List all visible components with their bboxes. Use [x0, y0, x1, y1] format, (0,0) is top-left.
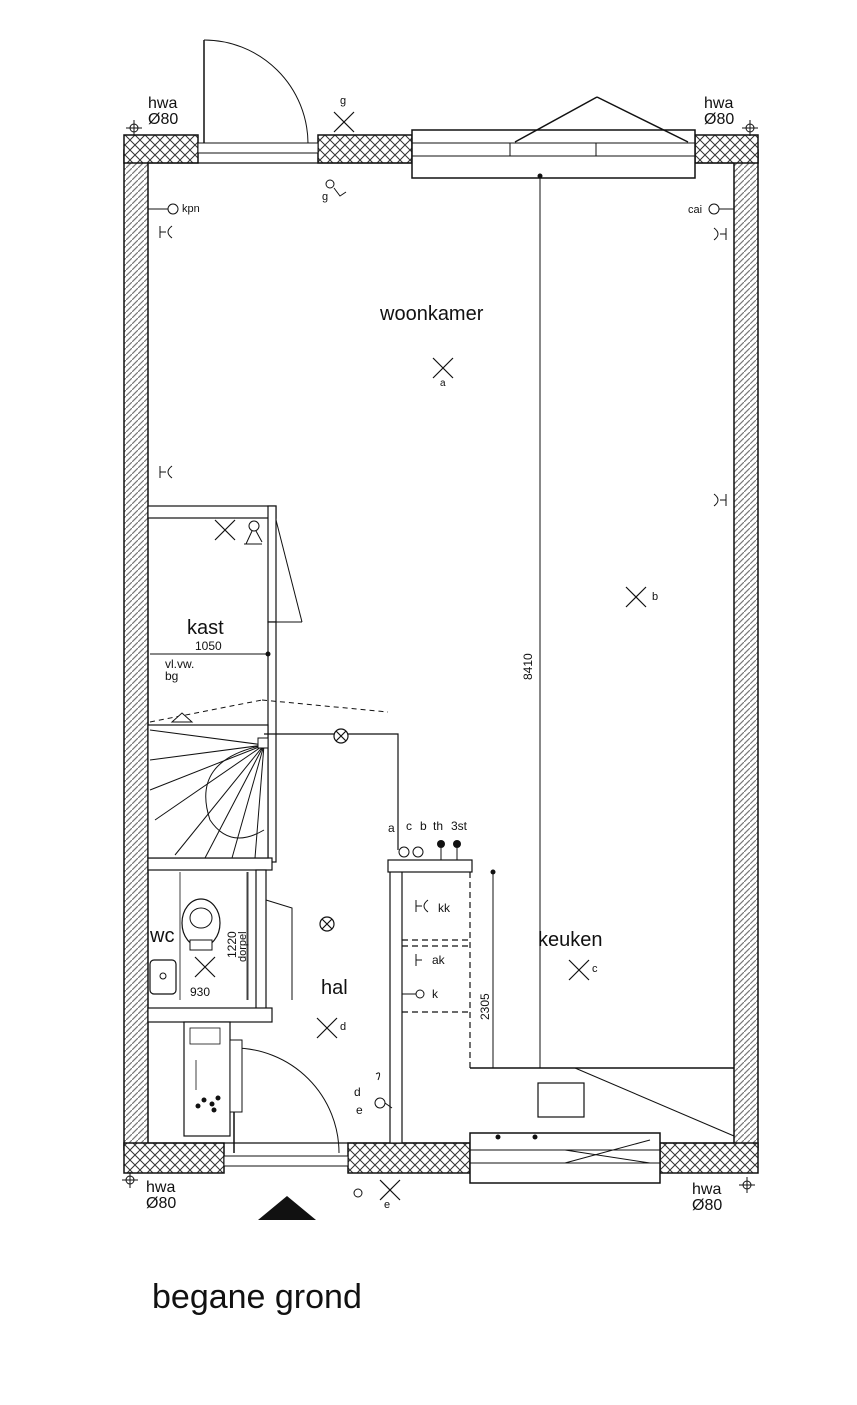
corner-tl-line1: hwa [148, 95, 177, 112]
label-a: a [440, 378, 446, 389]
bottom-window [469, 1132, 661, 1184]
inner-walls [147, 505, 735, 1144]
label-switch-3st: 3st [451, 819, 468, 833]
label-k: k [432, 987, 439, 1001]
corner-tr-line2: Ø80 [704, 111, 734, 128]
stair [147, 699, 389, 859]
label-c: c [592, 963, 598, 975]
dim-kitchen-depth: 2305 [478, 993, 492, 1020]
label-e-out: e [384, 1199, 390, 1211]
room-keuken: keuken [538, 929, 603, 951]
corner-bl-line2: Ø80 [146, 1195, 176, 1212]
corner-tl-line2: Ø80 [148, 111, 178, 128]
corner-br-line1: hwa [692, 1181, 721, 1198]
room-kast: kast [187, 617, 224, 639]
room-hal: hal [321, 977, 348, 999]
pipe-br [739, 1177, 755, 1193]
label-b: b [652, 591, 658, 603]
label-hal-d: d [354, 1085, 361, 1099]
label-ak: ak [432, 953, 446, 967]
top-window [411, 96, 696, 179]
label-switch-a: a [388, 821, 395, 835]
room-wc: wc [149, 925, 174, 947]
text-labels: hwa Ø80 hwa Ø80 hwa Ø80 hwa Ø80 woonkame… [146, 95, 734, 1214]
meter-fixtures [189, 1027, 221, 1113]
label-cai: cai [688, 204, 702, 216]
label-dorpel: dorpel [237, 931, 249, 962]
entrance-arrow [258, 1196, 316, 1220]
corner-bl-line1: hwa [146, 1179, 175, 1196]
outlets [148, 179, 734, 1109]
dim-wc-depth: 1220 [225, 931, 239, 958]
label-g-side: g [322, 191, 328, 203]
label-kpn: kpn [182, 203, 200, 215]
dim-kast-width: 1050 [195, 639, 222, 653]
rain-pipes [122, 120, 758, 1193]
ceiling-lights [194, 111, 647, 1201]
dim-living-depth: 8410 [521, 653, 535, 680]
label-d: d [340, 1021, 346, 1033]
front-door [223, 1047, 349, 1220]
label-switch-c: c [406, 819, 412, 833]
label-vlvw: vl.vw. [165, 657, 194, 671]
pipe-tr [742, 120, 758, 136]
garden-door [197, 39, 319, 154]
wc-fixtures [149, 872, 248, 1000]
drawing-caption: begane grond [152, 1278, 362, 1316]
pipe-tl [126, 120, 142, 136]
sink [537, 1082, 585, 1118]
dimension-lines [150, 173, 543, 1068]
dim-wc-width: 930 [190, 985, 210, 999]
pipe-bl [122, 1172, 138, 1188]
label-switch-b: b [420, 819, 427, 833]
room-woonkamer: woonkamer [379, 303, 484, 325]
outer-walls [123, 134, 759, 1174]
label-switch-th: th [433, 819, 443, 833]
label-hal-e: e [356, 1103, 363, 1117]
corner-br-line2: Ø80 [692, 1197, 722, 1214]
label-bg: bg [165, 669, 178, 683]
label-g-top: g [340, 95, 346, 107]
wiring [264, 728, 461, 932]
label-kk: kk [438, 901, 451, 915]
corner-tr-line1: hwa [704, 95, 733, 112]
